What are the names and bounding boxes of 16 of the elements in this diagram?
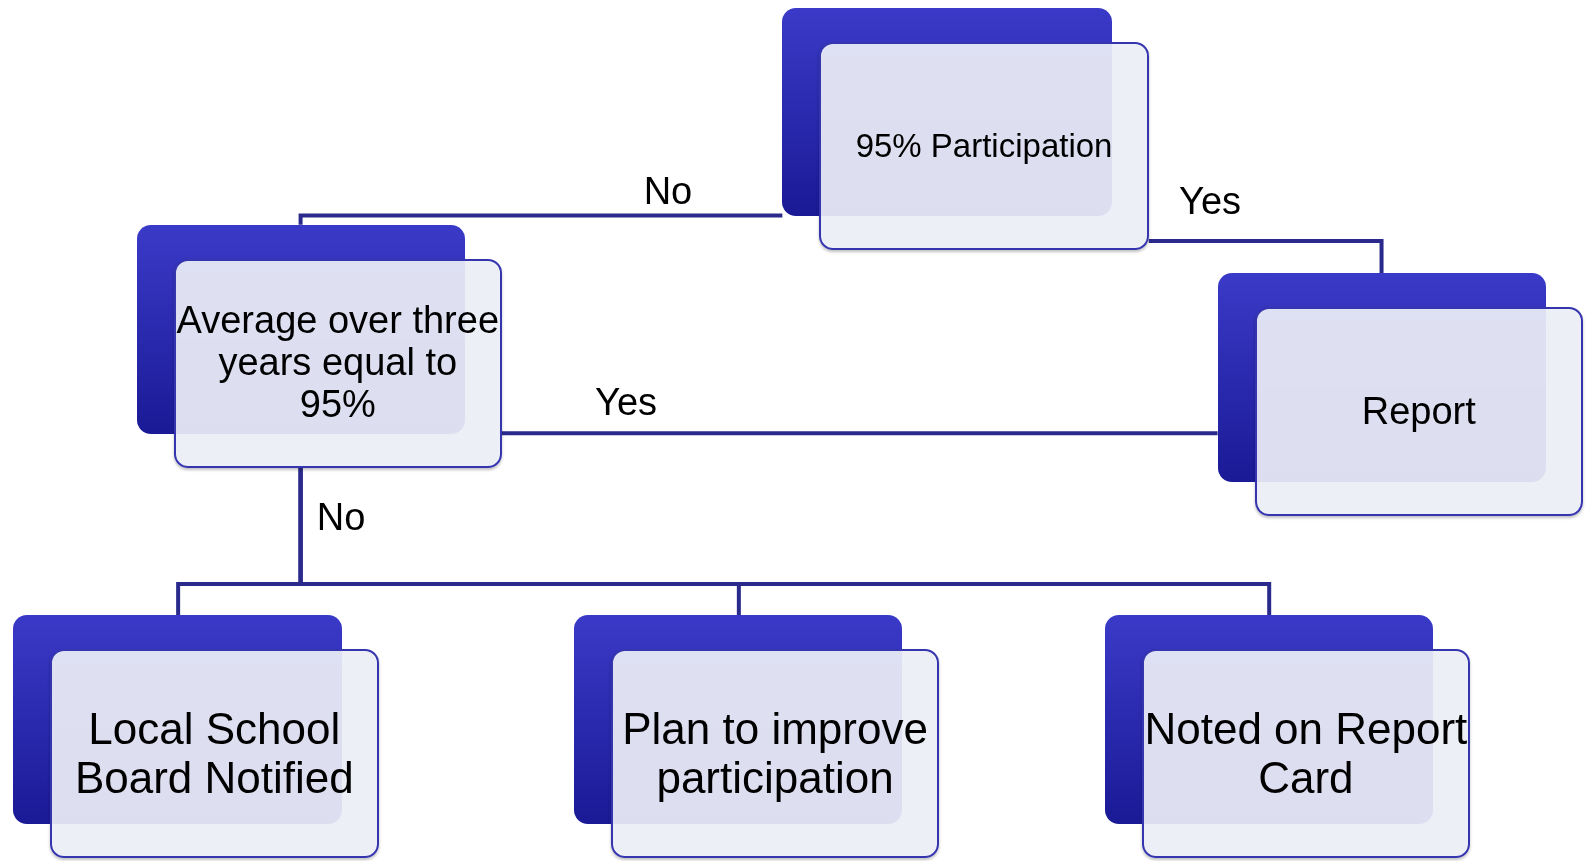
connector-line bbox=[502, 431, 1218, 436]
stacked-box bbox=[573, 615, 940, 859]
stacked-box bbox=[136, 224, 502, 468]
box-label: Plan to improve participation bbox=[621, 705, 929, 803]
stacked-box bbox=[1217, 273, 1583, 517]
connector-line bbox=[298, 467, 1272, 616]
box-label: 95% Participation bbox=[855, 127, 1113, 165]
box-label: Noted on Report Card bbox=[1144, 705, 1468, 803]
box-label: Report bbox=[1361, 390, 1476, 433]
connector-line bbox=[1148, 238, 1384, 274]
connector-line bbox=[298, 213, 783, 225]
box-label: Local School Board Notified bbox=[73, 705, 355, 803]
stacked-box bbox=[1105, 615, 1470, 859]
stacked-box bbox=[782, 8, 1149, 250]
stacked-box bbox=[13, 615, 379, 859]
box-label: Average over three years equal to 95% bbox=[175, 300, 500, 426]
